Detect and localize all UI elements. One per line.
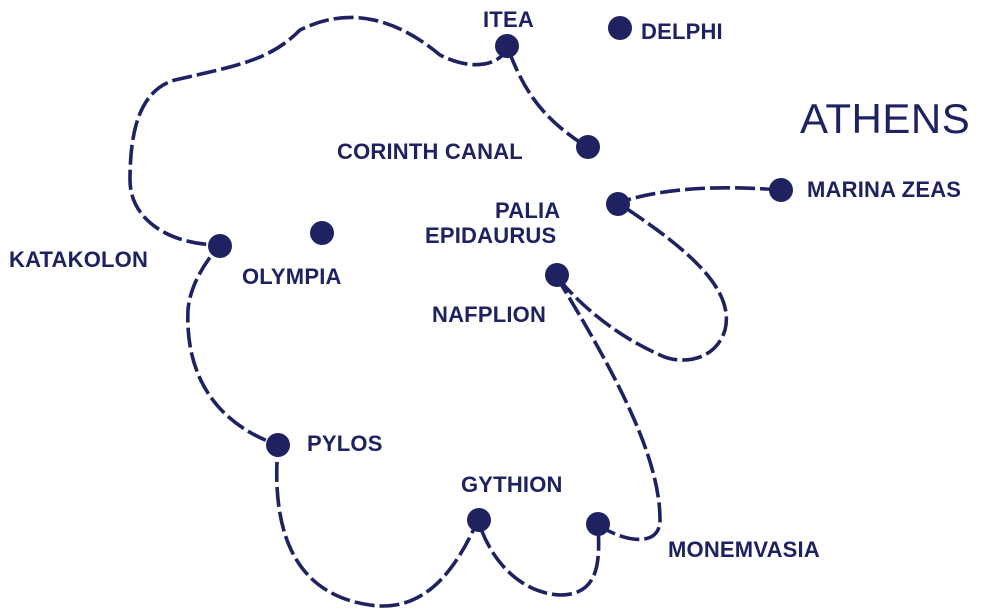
label-marina-zeas: MARINA ZEAS (807, 177, 962, 202)
label-epidaurus: EPIDAURUS (425, 223, 557, 248)
label-corinth-canal: CORINTH CANAL (337, 139, 523, 164)
label-katakolon: KATAKOLON (9, 247, 149, 272)
label-pylos: PYLOS (307, 431, 383, 456)
label-palia: PALIA (495, 198, 561, 223)
stop-gythion (467, 508, 491, 532)
stop-marina-zeas (769, 178, 793, 202)
stop-nafplion (545, 263, 569, 287)
label-itea: ITEA (483, 7, 534, 32)
stop-katakolon (208, 234, 232, 258)
stop-delphi (608, 16, 632, 40)
stop-pylos (266, 433, 290, 457)
label-athens: ATHENS (800, 95, 971, 142)
label-gythion: GYTHION (461, 472, 563, 497)
stop-palia-epidaurus (606, 192, 630, 216)
stop-monemvasia (586, 512, 610, 536)
label-delphi: DELPHI (641, 19, 723, 44)
stop-itea (495, 34, 519, 58)
stop-olympia (310, 221, 334, 245)
label-nafplion: NAFPLION (432, 302, 547, 327)
label-olympia: OLYMPIA (242, 264, 342, 289)
label-monemvasia: MONEMVASIA (668, 537, 820, 562)
stop-corinth-canal (576, 135, 600, 159)
route-path (128, 15, 781, 608)
